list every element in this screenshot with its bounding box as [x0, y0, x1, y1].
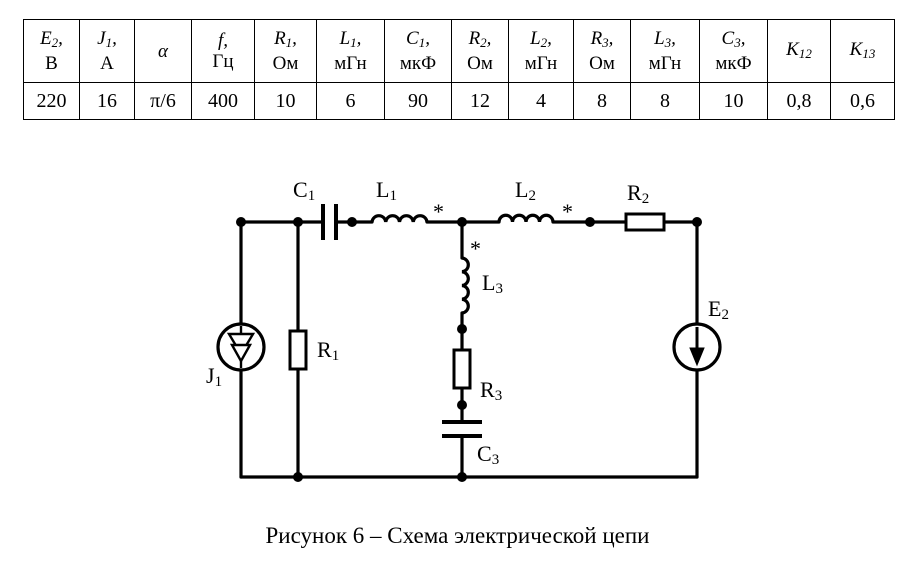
- resistor-r1: [288, 329, 308, 371]
- header-cell-c3: C3,мкФ: [699, 19, 768, 83]
- inductor-l3: [461, 256, 470, 315]
- table-header-row: E2,В J1,А α f,Гц R1,Ом L1,мГн C1,мкФ R2,…: [23, 19, 895, 83]
- table-values-row: 220 16 π/6 400 10 6 90 12 4 8 8 10 0,8 0…: [23, 82, 895, 120]
- resistor-r2: [624, 212, 666, 232]
- voltage-source-e2: [672, 322, 722, 372]
- label-c1: C1: [293, 177, 315, 204]
- label-r3: R3: [480, 377, 502, 404]
- header-cell-c1: C1,мкФ: [384, 19, 452, 83]
- value-cell-e2: 220: [23, 82, 80, 120]
- polarity-mark-l3: *: [470, 236, 481, 261]
- value-cell-l1: 6: [316, 82, 385, 120]
- label-j1: J1: [206, 363, 222, 390]
- header-cell-e2: E2,В: [23, 19, 80, 83]
- header-cell-k12: K12: [767, 19, 831, 83]
- header-cell-j1: J1,А: [79, 19, 135, 83]
- polarity-mark-l1: *: [433, 199, 444, 224]
- polarity-mark-l2: *: [562, 199, 573, 224]
- current-source-j1: [216, 322, 266, 372]
- value-cell-k13: 0,6: [830, 82, 895, 120]
- figure-caption: Рисунок 6 – Схема электрической цепи: [265, 523, 650, 548]
- resistor-r3: [452, 348, 472, 390]
- junction-dots: [236, 217, 702, 482]
- header-cell-r3: R3,Ом: [573, 19, 631, 83]
- value-cell-c3: 10: [699, 82, 768, 120]
- label-e2: E2: [708, 296, 729, 323]
- capacitor-c3: [442, 420, 482, 438]
- value-cell-k12: 0,8: [767, 82, 831, 120]
- value-cell-f: 400: [191, 82, 255, 120]
- header-cell-l3: L3,мГн: [630, 19, 700, 83]
- value-cell-c1: 90: [384, 82, 452, 120]
- label-l1: L1: [376, 177, 397, 204]
- value-cell-r3: 8: [573, 82, 631, 120]
- value-cell-r1: 10: [254, 82, 317, 120]
- label-l2: L2: [515, 177, 536, 204]
- value-cell-j1: 16: [79, 82, 135, 120]
- header-cell-k13: K13: [830, 19, 895, 83]
- capacitor-c1: [321, 204, 338, 240]
- header-cell-l2: L2,мГн: [508, 19, 574, 83]
- label-l3: L3: [482, 270, 503, 297]
- header-cell-l1: L1,мГн: [316, 19, 385, 83]
- label-r1: R1: [317, 337, 339, 364]
- value-cell-l3: 8: [630, 82, 700, 120]
- inductor-l2: [497, 213, 555, 223]
- value-cell-l2: 4: [508, 82, 574, 120]
- label-r2: R2: [627, 180, 649, 207]
- label-c3: C3: [477, 441, 499, 468]
- inductor-l1: [370, 214, 429, 223]
- header-cell-f: f,Гц: [191, 19, 255, 83]
- parameters-table: E2,В J1,А α f,Гц R1,Ом L1,мГн C1,мкФ R2,…: [23, 19, 895, 120]
- header-cell-r2: R2,Ом: [451, 19, 509, 83]
- value-cell-alpha: π/6: [134, 82, 192, 120]
